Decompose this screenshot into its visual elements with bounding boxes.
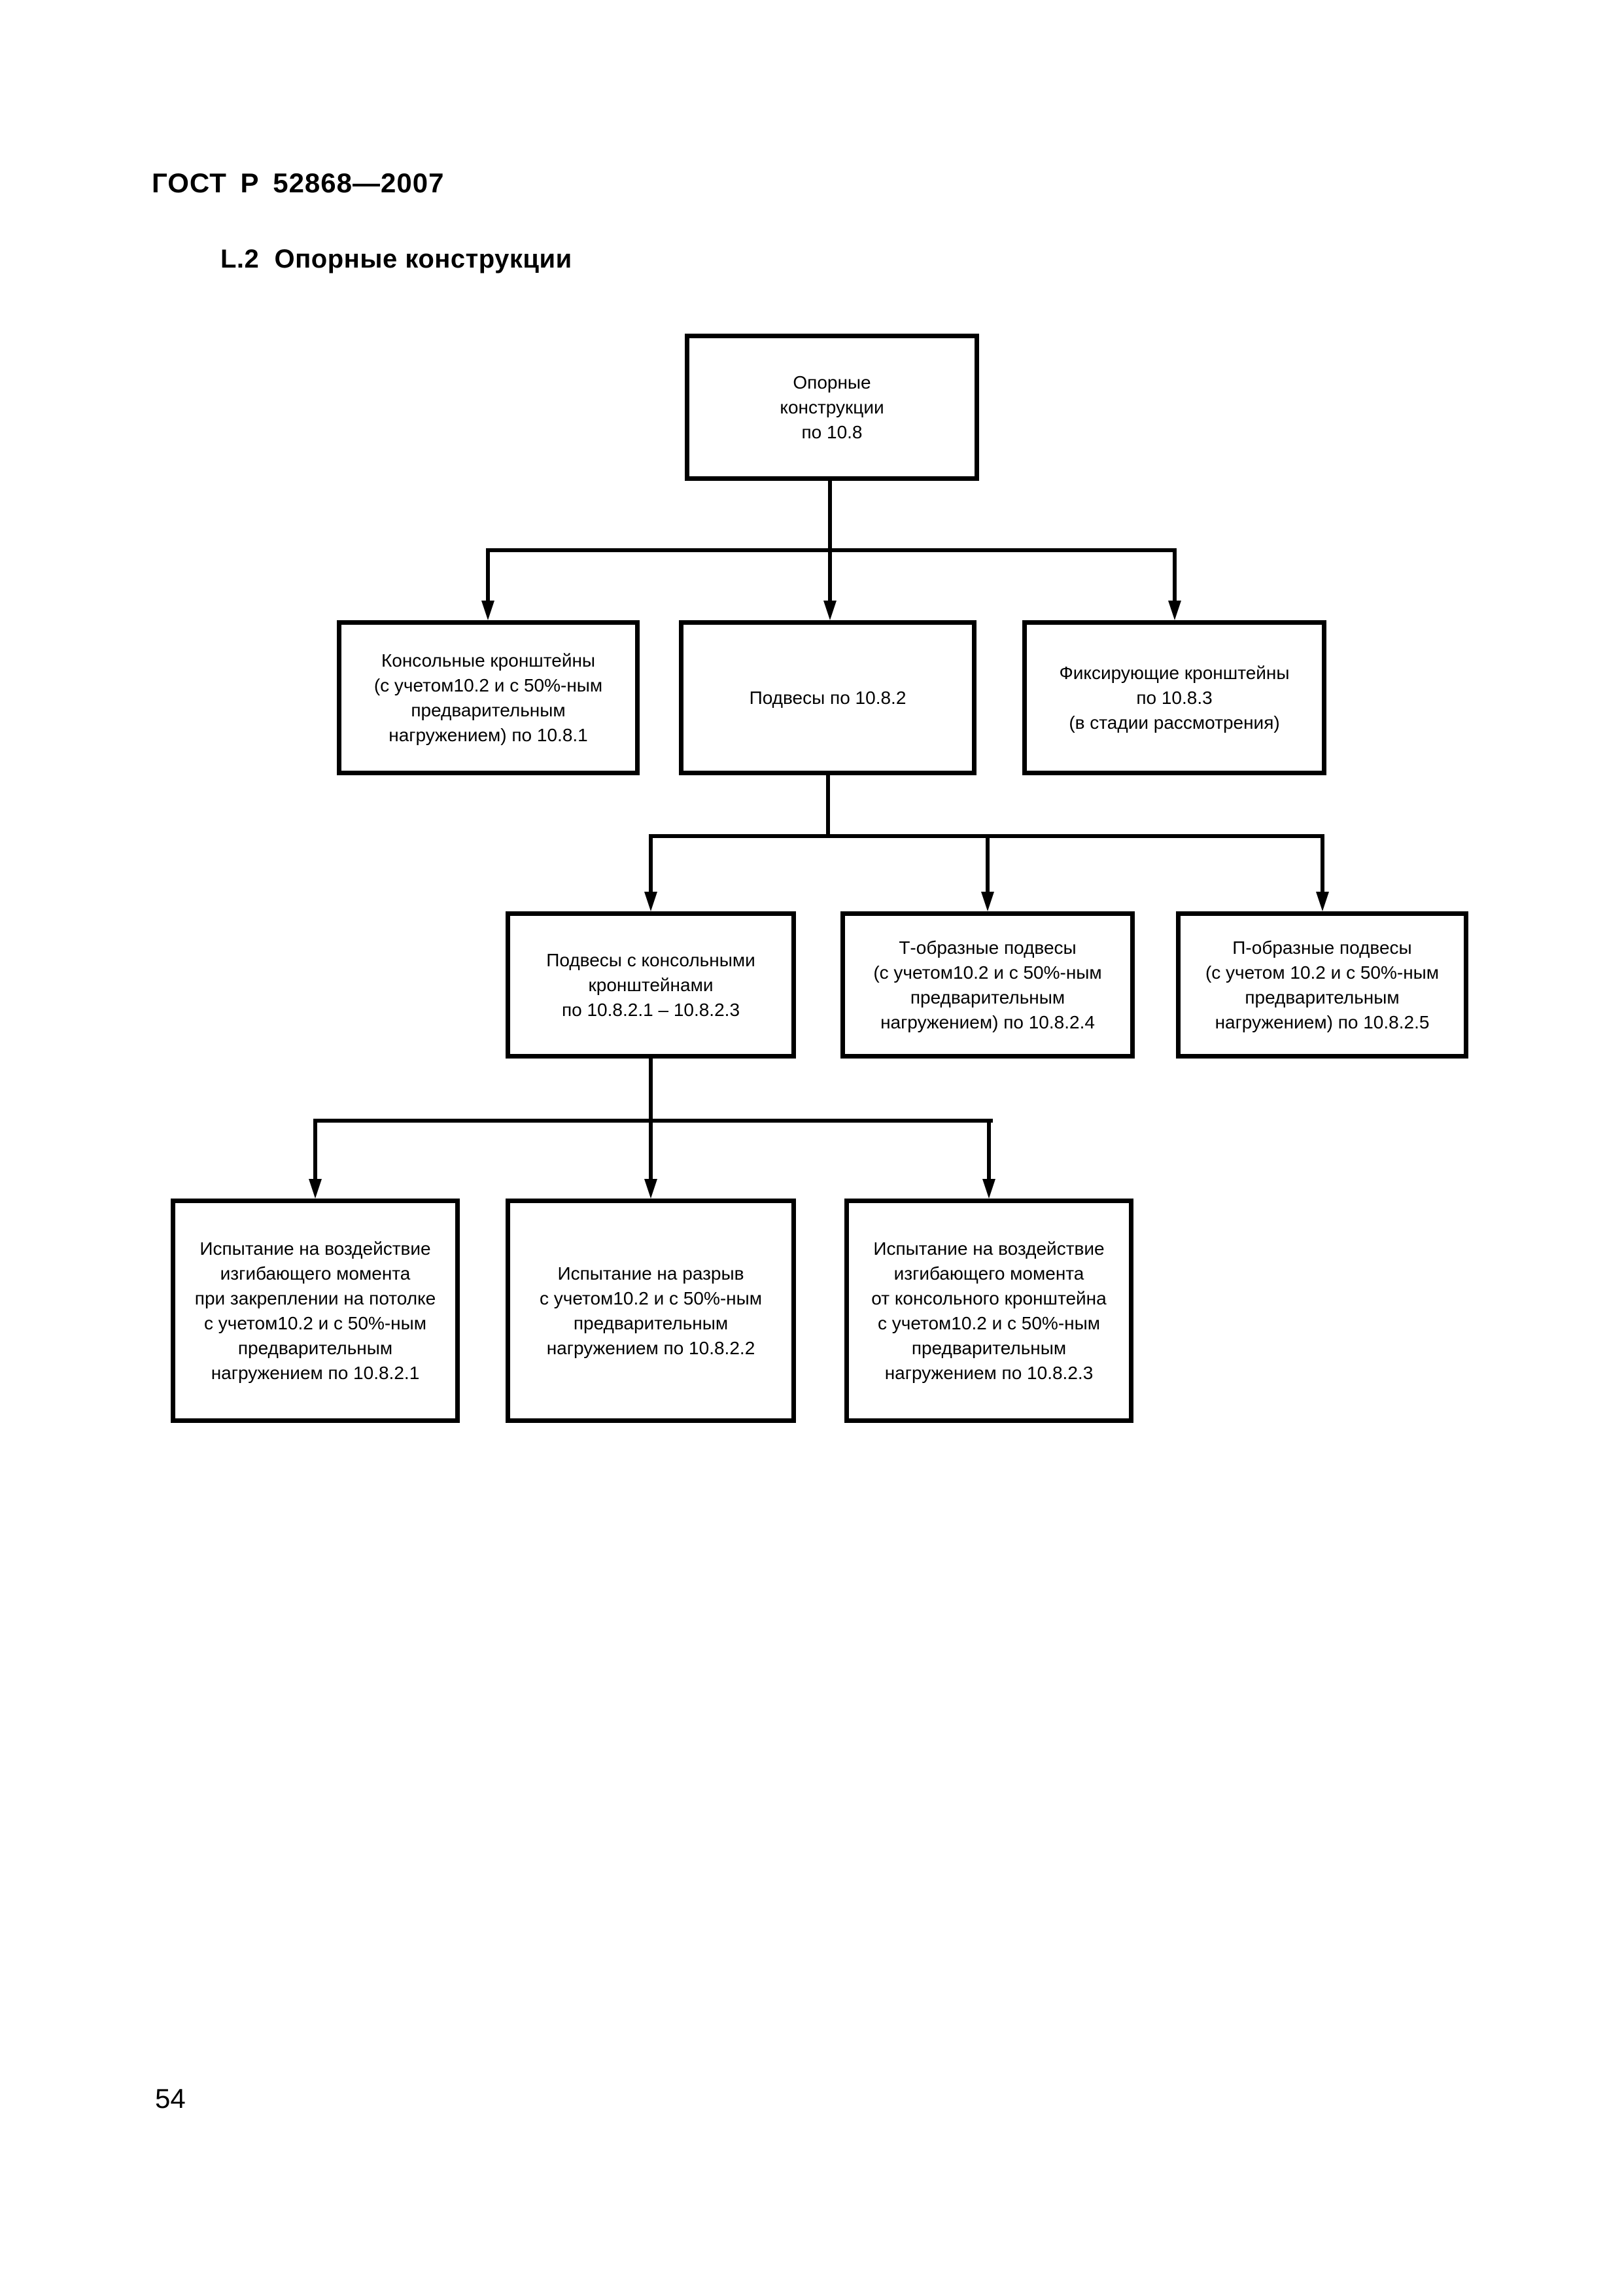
connector-drop-bending-cantilever-test	[987, 1119, 991, 1180]
connector-drop-p-shaped	[1321, 834, 1324, 893]
section-title: L.2 Опорные конструкции	[220, 245, 572, 273]
node-rupture-test: Испытание на разрыв с учетом10.2 и с 50%…	[506, 1199, 796, 1423]
connector-root-down	[828, 481, 832, 601]
node-hangers: Подвесы по 10.8.2	[679, 620, 976, 775]
arrow-down-icon	[1168, 601, 1181, 620]
connector-drop-fixing-brackets	[1173, 548, 1177, 601]
arrow-down-icon	[644, 1179, 657, 1199]
arrow-down-icon	[644, 892, 657, 911]
node-hangers-with-cantilever-brackets-label: Подвесы с консольными кронштейнами по 10…	[546, 949, 755, 1020]
node-t-shaped-hangers-label: Т-образные подвесы (с учетом10.2 и с 50%…	[873, 937, 1102, 1032]
node-root-label: Опорные конструкции по 10.8	[780, 372, 884, 442]
connector-drop-rupture-test	[649, 1119, 653, 1180]
standard-code: ГОСТ Р 52868—2007	[152, 167, 445, 198]
connector-hangers-with-cantilever-down	[649, 1059, 653, 1123]
connector-drop-cantilever-brackets	[486, 548, 490, 601]
node-bending-moment-ceiling-test-label: Испытание на воздействие изгибающего мом…	[194, 1238, 436, 1383]
node-hangers-with-cantilever-brackets: Подвесы с консольными кронштейнами по 10…	[506, 911, 796, 1059]
node-fixing-brackets: Фиксирующие кронштейны по 10.8.3 (в стад…	[1022, 620, 1326, 775]
node-fixing-brackets-label: Фиксирующие кронштейны по 10.8.3 (в стад…	[1059, 662, 1290, 733]
arrow-down-icon	[309, 1179, 322, 1199]
node-p-shaped-hangers: П-образные подвесы (с учетом 10.2 и с 50…	[1176, 911, 1468, 1059]
connector-drop-bending-ceiling-test	[313, 1119, 317, 1180]
node-root: Опорные конструкции по 10.8	[685, 334, 979, 481]
node-t-shaped-hangers: Т-образные подвесы (с учетом10.2 и с 50%…	[840, 911, 1135, 1059]
connector-hangers-down	[826, 775, 830, 838]
connector-row4-distributor	[313, 1119, 993, 1123]
arrow-down-icon	[1316, 892, 1329, 911]
arrow-down-icon	[982, 1179, 995, 1199]
connector-drop-t-shaped	[986, 834, 990, 893]
node-bending-moment-cantilever-test: Испытание на воздействие изгибающего мом…	[844, 1199, 1133, 1423]
node-bending-moment-ceiling-test: Испытание на воздействие изгибающего мом…	[171, 1199, 460, 1423]
connector-drop-hangers-with-cantilever	[649, 834, 653, 893]
node-cantilever-brackets: Консольные кронштейны (с учетом10.2 и с …	[337, 620, 640, 775]
page-number: 54	[155, 2083, 186, 2114]
node-p-shaped-hangers-label: П-образные подвесы (с учетом 10.2 и с 50…	[1205, 937, 1440, 1032]
arrow-down-icon	[481, 601, 494, 620]
arrow-down-icon	[823, 601, 837, 620]
arrow-down-icon	[981, 892, 994, 911]
node-cantilever-brackets-label: Консольные кронштейны (с учетом10.2 и с …	[373, 650, 603, 745]
node-rupture-test-label: Испытание на разрыв с учетом10.2 и с 50%…	[539, 1263, 763, 1358]
node-bending-moment-cantilever-test-label: Испытание на воздействие изгибающего мом…	[871, 1238, 1107, 1383]
connector-row2-distributor	[486, 548, 1177, 552]
node-hangers-label: Подвесы по 10.8.2	[749, 687, 907, 708]
